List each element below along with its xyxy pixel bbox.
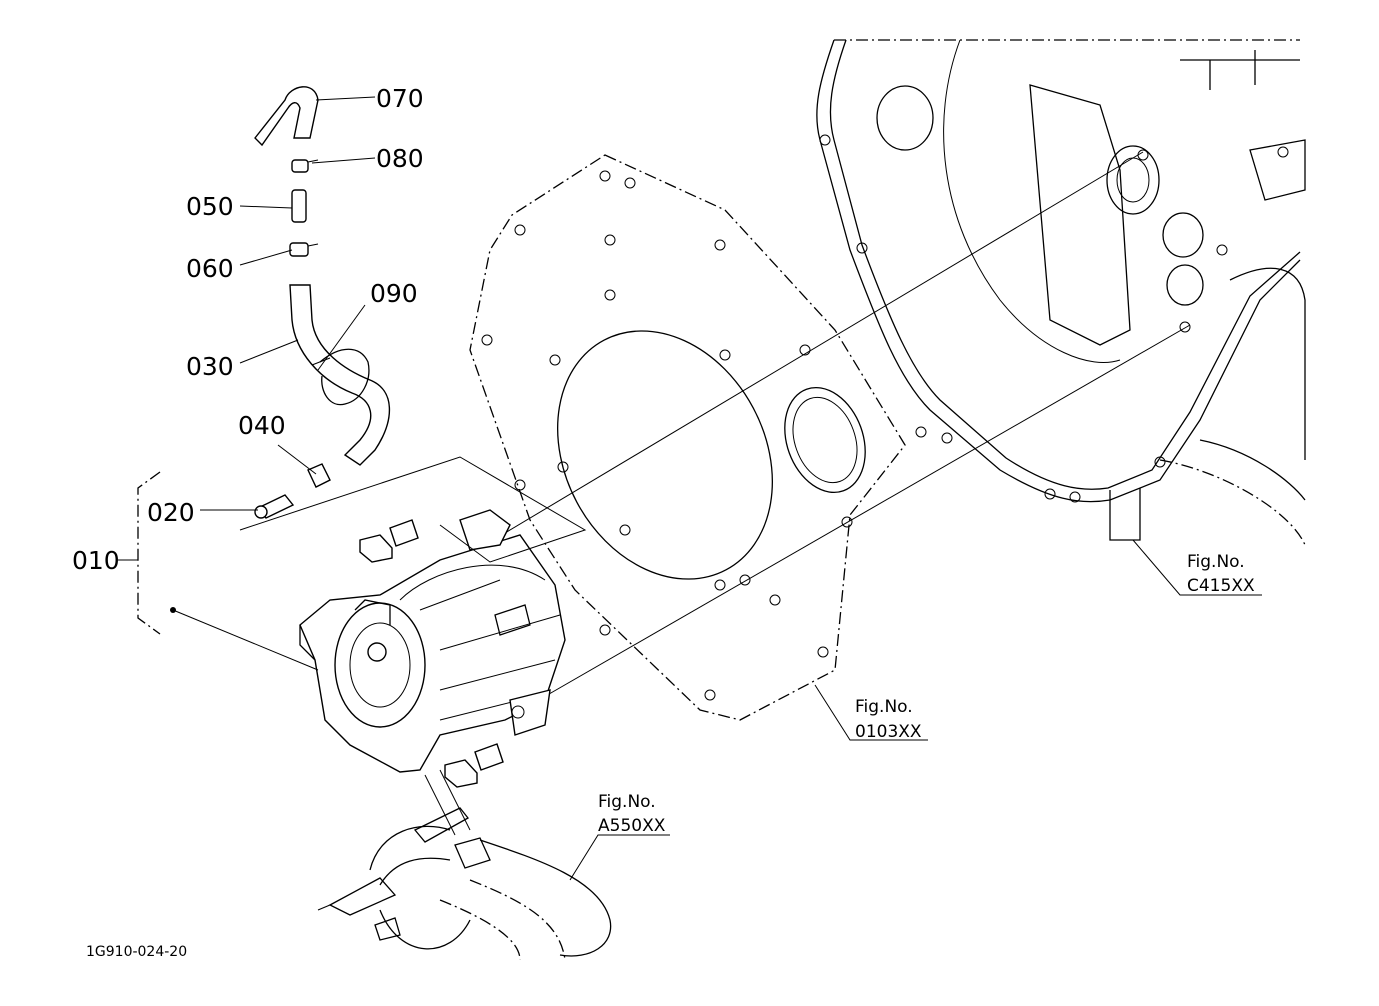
hose-030 — [289, 284, 391, 466]
figure-reference-label-c415: Fig.No. — [1187, 552, 1245, 572]
fitting-plane — [239, 456, 587, 563]
callout-040: 040 — [238, 411, 286, 440]
figure-reference-number-0103: 0103XX — [855, 722, 922, 742]
callout-060: 060 — [186, 254, 234, 283]
callout-050: 050 — [186, 192, 234, 221]
callout-030: 030 — [186, 352, 234, 381]
pipe-050 — [291, 189, 307, 223]
bolt-upper — [359, 519, 419, 563]
leader-lines — [118, 96, 1262, 881]
figure-reference-number-a550: A550XX — [598, 816, 666, 836]
hose-clip-090 — [311, 348, 370, 406]
starter-motor — [299, 509, 566, 773]
callout-070: 070 — [376, 84, 424, 113]
bolt-lower — [444, 743, 504, 788]
fitting-020 — [254, 494, 295, 519]
wiring-harness — [317, 769, 612, 961]
drawing-code: 1G910-024-20 — [86, 944, 187, 960]
flywheel-housing — [816, 39, 1306, 546]
callout-080: 080 — [376, 144, 424, 173]
callout-010: 010 — [72, 546, 120, 575]
alignment-lines — [504, 151, 1191, 706]
hose-clamp-040 — [307, 463, 331, 488]
callout-020: 020 — [147, 498, 195, 527]
figure-reference-number-c415: C415XX — [1187, 576, 1255, 596]
elbow-hose-070 — [254, 86, 319, 147]
callout-090: 090 — [370, 279, 418, 308]
figure-reference-label-0103: Fig.No. — [855, 697, 913, 717]
hose-clamp-080 — [291, 159, 319, 173]
figure-reference-label-a550: Fig.No. — [598, 792, 656, 812]
assembly-bracket-010 — [137, 471, 161, 635]
mounting-plate — [469, 154, 906, 721]
hose-clamp-060 — [289, 242, 319, 257]
